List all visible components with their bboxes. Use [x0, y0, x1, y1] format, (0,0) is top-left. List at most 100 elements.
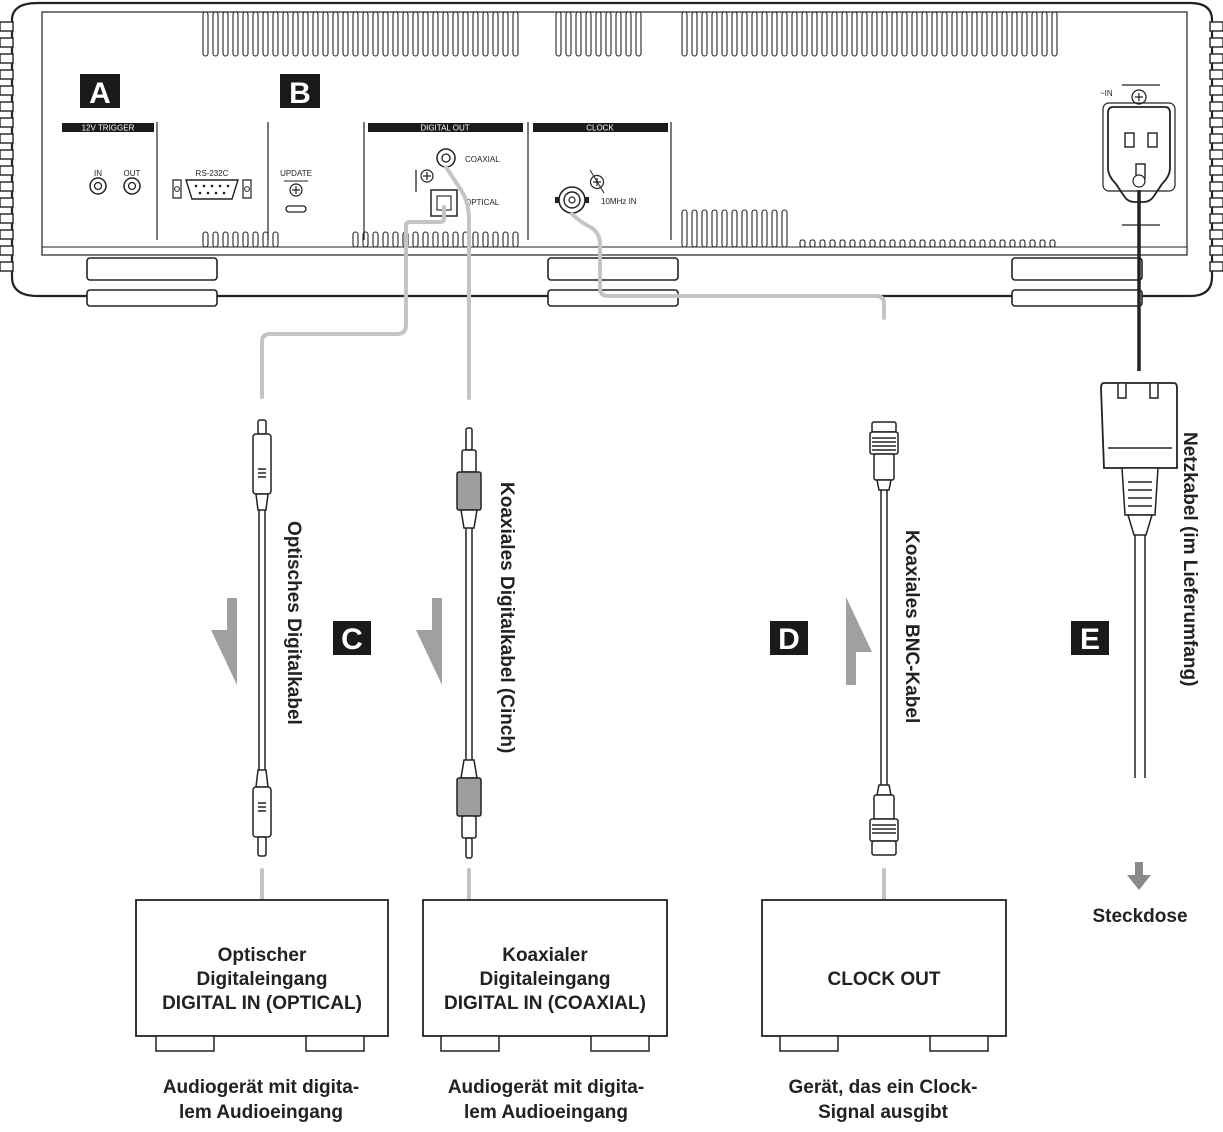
- vent-slot: [492, 231, 499, 248]
- vent-slot: [462, 11, 469, 57]
- rib: [0, 245, 14, 256]
- rib: [0, 85, 14, 96]
- vent-slot: [781, 11, 788, 57]
- outlet-label: Steckdose: [1092, 906, 1187, 927]
- vent-slot: [422, 231, 429, 248]
- vent-slot: [262, 231, 269, 248]
- vent-slot: [472, 11, 479, 57]
- vent-slot: [372, 231, 379, 248]
- vent-slot: [1019, 239, 1026, 248]
- vent-slot: [502, 11, 509, 57]
- rib: [1209, 165, 1223, 176]
- vent-slot: [721, 11, 728, 57]
- svg-text:Digitaleingang: Digitaleingang: [480, 969, 611, 990]
- svg-text:IN: IN: [94, 169, 102, 178]
- svg-text:D: D: [778, 623, 800, 656]
- vent-slot: [781, 209, 788, 248]
- svg-text:Gerät, das ein Clock-: Gerät, das ein Clock-: [788, 1077, 977, 1098]
- rib: [0, 165, 14, 176]
- device-clock: CLOCK OUT: [761, 899, 1007, 1052]
- arrow-down-optical: [211, 598, 237, 685]
- caption-clock: Gerät, das ein Clock- Signal ausgibt: [788, 1077, 977, 1123]
- vent-slot: [512, 11, 519, 57]
- vent-slot: [981, 11, 988, 57]
- coaxial-out-jack[interactable]: [436, 148, 456, 168]
- svg-text:Audiogerät mit digita-: Audiogerät mit digita-: [163, 1077, 359, 1098]
- vent-slot: [452, 11, 459, 57]
- clock-bnc-input[interactable]: [555, 186, 589, 214]
- svg-text:B: B: [289, 77, 311, 110]
- vent-slot: [412, 231, 419, 248]
- rear-panel: A B 12V TRIGGER IN OUT: [0, 1, 1223, 307]
- trigger-in-jack[interactable]: [89, 177, 107, 195]
- vent-slot: [212, 11, 219, 57]
- caption-optical: Audiogerät mit digita- lem Audioeingang: [163, 1077, 359, 1123]
- vent-slot: [711, 209, 718, 248]
- vent-slot: [482, 11, 489, 57]
- vent-slot: [871, 11, 878, 57]
- arrow-down-outlet: [1127, 862, 1151, 890]
- rs232c-port[interactable]: RS-232C: [172, 169, 252, 200]
- vent-slot: [472, 231, 479, 248]
- coaxial-cable-label: Koaxiales Digitalkabel (Cinch): [496, 482, 517, 753]
- rib: [0, 21, 14, 32]
- update-usb-port[interactable]: UPDATE: [280, 169, 312, 213]
- vent-slot: [931, 11, 938, 57]
- optical-cable-label: Optisches Digitalkabel: [283, 521, 304, 725]
- vent-slot: [412, 11, 419, 57]
- rib: [1209, 69, 1223, 80]
- svg-text:UPDATE: UPDATE: [280, 169, 312, 178]
- ac-power-inlet[interactable]: [1102, 102, 1176, 203]
- vent-slot: [252, 11, 259, 57]
- vent-slot: [991, 11, 998, 57]
- svg-text:Signal ausgibt: Signal ausgibt: [818, 1102, 949, 1123]
- trigger-out-jack[interactable]: [123, 177, 141, 195]
- vent-slot: [402, 11, 409, 57]
- vent-slot: [691, 209, 698, 248]
- rib: [1209, 261, 1223, 272]
- vent-slot: [352, 231, 359, 248]
- vent-slot: [979, 239, 986, 248]
- vent-slot: [1011, 11, 1018, 57]
- vent-slot: [292, 11, 299, 57]
- vent-slot: [1051, 11, 1058, 57]
- vent-slot: [1039, 239, 1046, 248]
- svg-text:RS-232C: RS-232C: [196, 169, 229, 178]
- vent-slot: [262, 11, 269, 57]
- vent-slot: [1049, 239, 1056, 248]
- vent-slot: [272, 231, 279, 248]
- vent-slot: [879, 239, 886, 248]
- device-optical: Optischer Digitaleingang DIGITAL IN (OPT…: [135, 899, 389, 1052]
- rib: [0, 69, 14, 80]
- badge-d: D: [770, 621, 808, 656]
- vent-slot: [202, 11, 209, 57]
- power-plug: [1100, 382, 1178, 536]
- vent-slot: [1031, 11, 1038, 57]
- vent-slot: [442, 11, 449, 57]
- vent-slot: [961, 11, 968, 57]
- vent-slot: [941, 11, 948, 57]
- svg-text:lem Audioeingang: lem Audioeingang: [179, 1102, 343, 1123]
- vent-slot: [322, 11, 329, 57]
- vent-slot: [949, 239, 956, 248]
- svg-text:COAXIAL: COAXIAL: [465, 155, 500, 164]
- svg-text:OUT: OUT: [124, 169, 141, 178]
- vent-slot: [899, 239, 906, 248]
- vent-slot: [372, 11, 379, 57]
- svg-text:Optischer: Optischer: [218, 945, 307, 966]
- vent-slot: [222, 11, 229, 57]
- vent-slot: [771, 11, 778, 57]
- rib: [1209, 245, 1223, 256]
- svg-text:12V TRIGGER: 12V TRIGGER: [82, 124, 135, 133]
- svg-text:DIGITAL IN (COAXIAL): DIGITAL IN (COAXIAL): [444, 993, 646, 1014]
- vent-slot: [951, 11, 958, 57]
- vent-slot: [212, 231, 219, 248]
- rib: [0, 213, 14, 224]
- svg-text:10MHz IN: 10MHz IN: [601, 197, 637, 206]
- vent-slot: [492, 11, 499, 57]
- vent-slot: [809, 239, 816, 248]
- trigger-section: 12V TRIGGER IN OUT: [62, 123, 154, 195]
- vent-slot: [939, 239, 946, 248]
- svg-text:Koaxialer: Koaxialer: [502, 945, 588, 966]
